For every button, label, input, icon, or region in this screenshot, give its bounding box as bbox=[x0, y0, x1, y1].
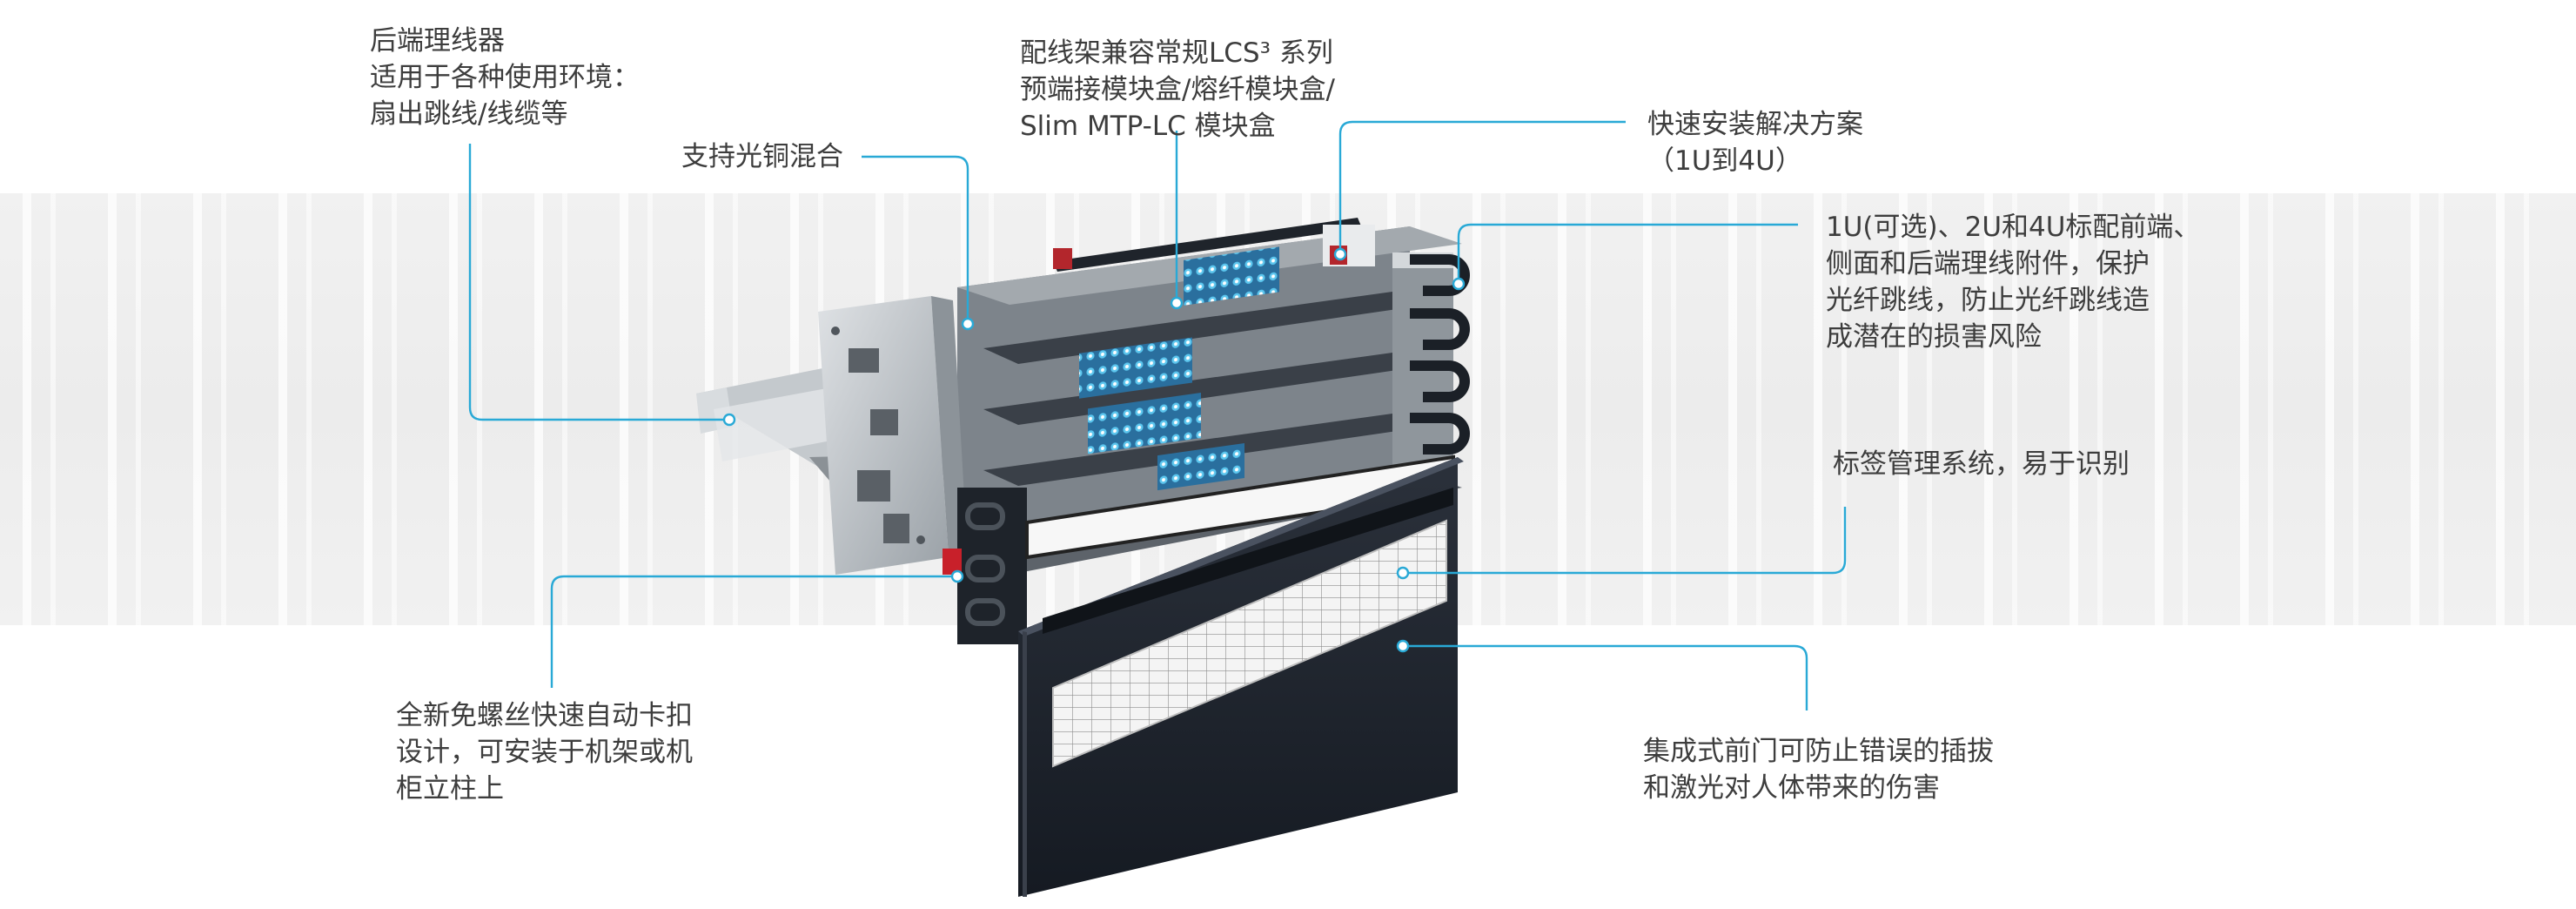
callout-line: 光纤跳线，防止光纤跳线造 bbox=[1826, 285, 2150, 316]
callout-line: 和激光对人体带来的伤害 bbox=[1643, 772, 1940, 804]
callout-front-side-rear-accessories: 1U(可选)、2U和4U标配前端、 侧面和后端理线附件，保护 光纤跳线，防止光纤… bbox=[1826, 209, 2200, 355]
callout-line: 集成式前门可防止错误的插拔 bbox=[1643, 736, 1994, 767]
callout-line: 侧面和后端理线附件，保护 bbox=[1826, 248, 2150, 279]
callout-toolless-clip: 全新免螺丝快速自动卡扣 设计，可安装于机架或机 柜立柱上 bbox=[396, 697, 693, 807]
callout-line: 配线架兼容常规LCS³ 系列 bbox=[1020, 37, 1333, 69]
callout-fiber-copper-mix: 支持光铜混合 bbox=[681, 138, 843, 175]
callout-line: 设计，可安装于机架或机 bbox=[396, 737, 693, 768]
callout-label-management: 标签管理系统，易于识别 bbox=[1833, 446, 2130, 482]
left-mounting-bracket bbox=[818, 296, 968, 575]
callout-line: Slim MTP-LC 模块盒 bbox=[1020, 111, 1276, 142]
callout-front-door: 集成式前门可防止错误的插拔 和激光对人体带来的伤害 bbox=[1643, 733, 1994, 806]
callout-line: 柜立柱上 bbox=[396, 773, 504, 805]
chassis-body bbox=[957, 218, 1462, 575]
callout-quick-install: 快速安装解决方案 （1U到4U） bbox=[1647, 106, 1863, 179]
callout-rear-cable-manager: 后端理线器 适用于各种使用环境： 扇出跳线/线缆等 bbox=[370, 23, 640, 132]
front-left-cable-guides bbox=[943, 488, 1027, 644]
front-door bbox=[1018, 457, 1464, 897]
callout-line: 快速安装解决方案 bbox=[1647, 109, 1863, 140]
callout-line: 成潜在的损害风险 bbox=[1826, 321, 2042, 353]
callout-line: 预端接模块盒/熔纤模块盒/ bbox=[1020, 74, 1335, 105]
callout-line: 全新免螺丝快速自动卡扣 bbox=[396, 700, 693, 731]
callout-line: （1U到4U） bbox=[1647, 145, 1802, 177]
front-right-cable-guides bbox=[1392, 252, 1470, 470]
callout-line: 标签管理系统，易于识别 bbox=[1833, 448, 2130, 480]
callout-line: 后端理线器 bbox=[370, 25, 505, 57]
callout-line: 1U(可选)、2U和4U标配前端、 bbox=[1826, 212, 2201, 243]
callout-line: 扇出跳线/线缆等 bbox=[370, 98, 568, 130]
callout-line: 支持光铜混合 bbox=[681, 141, 843, 172]
callout-lcs3-modules: 配线架兼容常规LCS³ 系列 预端接模块盒/熔纤模块盒/ Slim MTP-LC… bbox=[1020, 35, 1335, 145]
callout-line: 适用于各种使用环境： bbox=[370, 62, 640, 93]
